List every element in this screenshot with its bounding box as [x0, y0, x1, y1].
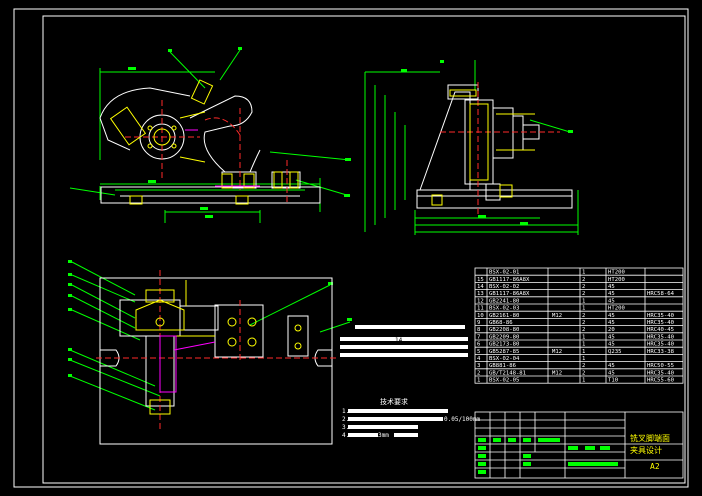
parts-cell-material: T10	[608, 378, 618, 384]
parts-cell-qty: 2	[582, 277, 585, 283]
parts-cell-note: HRC58-64	[647, 291, 675, 297]
parts-cell-no: 15	[477, 277, 484, 283]
parts-cell-code: GB68-86	[489, 320, 513, 326]
parts-cell-code: GB1117-86A8X	[489, 291, 530, 297]
drawing-title-line1: 铣叉脚端面	[630, 433, 670, 443]
parts-cell-material: HT200	[608, 277, 625, 283]
parts-cell-no: 4	[477, 356, 481, 362]
parts-cell-material: 45	[608, 342, 615, 348]
parts-cell-code: GB881-86	[489, 363, 516, 369]
parts-cell-note: HRC35-40	[647, 313, 674, 319]
drawing-frame	[13, 8, 689, 488]
tech-req-item-4: 4.	[342, 432, 349, 439]
tech-req-item-1: 1.	[342, 408, 349, 415]
parts-cell-code: GB2209-80	[489, 334, 519, 340]
parts-cell-note: HRC40-45	[647, 327, 674, 333]
parts-cell-code: GB/T2148-81	[489, 370, 526, 376]
parts-cell-code: BSX-02-04	[489, 356, 520, 362]
parts-cell-qty: 2	[582, 313, 585, 319]
parts-cell-qty: 2	[582, 284, 585, 290]
parts-cell-no: 13	[477, 291, 484, 297]
parts-cell-no: 2	[477, 370, 480, 376]
parts-cell-material: 45	[608, 370, 615, 376]
parts-cell-qty: 1	[582, 306, 585, 312]
parts-cell-note: HRC50-55	[647, 363, 674, 369]
parts-cell-no: 7	[477, 334, 480, 340]
parts-cell-qty: 1	[582, 356, 585, 362]
parts-cell-code: GB1117-86A8X	[489, 277, 530, 283]
front-view	[69, 47, 351, 223]
tech-req-item-2: 2.	[342, 416, 349, 423]
parts-cell-note: HRC55-60	[647, 378, 674, 384]
parts-cell-no: 6	[477, 342, 480, 348]
side-view	[364, 60, 579, 235]
parts-cell-material: Q235	[608, 349, 621, 355]
parts-cell-qty: 1	[582, 378, 585, 384]
parts-cell-material: 45	[608, 298, 615, 304]
parts-mid-label: M12	[552, 349, 562, 355]
parts-cell-material: 45	[608, 320, 615, 326]
parts-cell-material: 20	[608, 327, 615, 333]
parts-cell-qty: 1	[582, 334, 585, 340]
note-label-14: 14	[395, 337, 403, 344]
parts-cell-qty: 2	[582, 291, 585, 297]
parts-cell-code: BSX-02-05	[489, 378, 519, 384]
parts-cell-code: BSX-02-02	[489, 284, 519, 290]
parts-cell-qty: 1	[582, 298, 585, 304]
parts-cell-material: 45	[608, 284, 615, 290]
parts-cell-material: 45	[608, 363, 615, 369]
parts-mid-label: M12	[552, 370, 562, 376]
parts-cell-qty: 2	[582, 363, 585, 369]
parts-cell-code: GB2173-80	[489, 342, 519, 348]
sheet-size: A2	[650, 462, 660, 471]
parts-cell-code: GB2241-80	[489, 298, 519, 304]
parts-cell-qty: 1	[582, 342, 585, 348]
parts-cell-code: BSX-02-03	[489, 306, 519, 312]
title-block: 铣叉脚端面 夹具设计 A2	[474, 411, 684, 479]
tech-req-tolerance: 0.05/100mm	[444, 416, 481, 423]
parts-cell-material: 45	[608, 313, 615, 319]
parts-cell-qty: 2	[582, 327, 585, 333]
parts-cell-qty: 2	[582, 320, 585, 326]
parts-cell-material: HT200	[608, 270, 625, 276]
tech-req-depth: 3mm	[378, 432, 389, 439]
parts-cell-no: 9	[477, 320, 480, 326]
parts-cell-no: 11	[477, 306, 484, 312]
top-view	[68, 260, 352, 445]
parts-cell-no: 5	[477, 349, 480, 355]
parts-cell-qty: 2	[582, 370, 585, 376]
parts-cell-note: HRC35-40	[647, 342, 674, 348]
parts-cell-note: HRC35-40	[647, 334, 674, 340]
parts-cell-note: HRC35-40	[647, 320, 674, 326]
parts-cell-no: 1	[477, 378, 480, 384]
parts-cell-no: 12	[477, 298, 484, 304]
parts-cell-no: 8	[477, 327, 481, 333]
note-bars	[340, 325, 468, 357]
parts-cell-material: HT200	[608, 306, 625, 312]
parts-mid-label: M12	[552, 313, 562, 319]
parts-cell-code: GB5287-85	[489, 349, 519, 355]
tech-requirements: 技术要求 1. 2. 0.05/100mm 3. 4. 3mm	[342, 397, 481, 439]
tech-req-title: 技术要求	[380, 397, 408, 406]
parts-cell-material: 45	[608, 334, 615, 340]
parts-cell-code: GB2161-80	[489, 313, 519, 319]
parts-cell-qty: 1	[582, 270, 585, 276]
parts-cell-no: 3	[477, 363, 480, 369]
drawing-title-line2: 夹具设计	[630, 445, 662, 455]
parts-cell-note: HRC33-38	[647, 349, 675, 355]
parts-cell-no: 10	[477, 313, 484, 319]
parts-cell-code: GB2208-80	[489, 327, 519, 333]
parts-cell-note: HRC35-40	[647, 370, 674, 376]
parts-cell-code: BSX-02-01	[489, 270, 519, 276]
parts-cell-material: 45	[608, 291, 615, 297]
tech-req-item-3: 3.	[342, 424, 349, 431]
parts-cell-qty: 1	[582, 349, 585, 355]
parts-cell-no: 14	[477, 284, 484, 290]
